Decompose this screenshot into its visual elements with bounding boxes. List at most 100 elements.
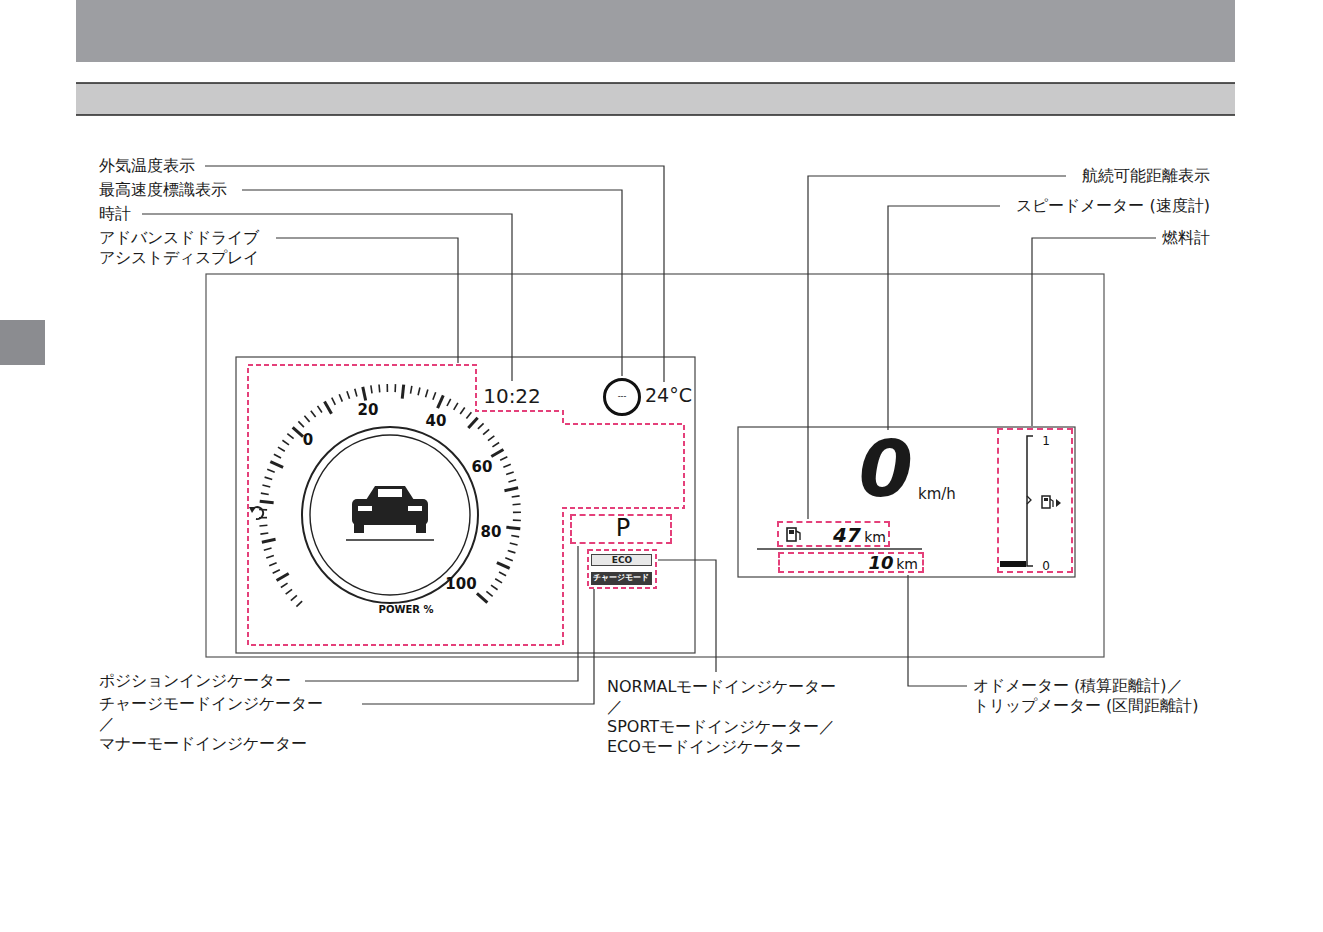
callout-label: 外気温度表示 bbox=[99, 156, 195, 176]
dial-number: 20 bbox=[358, 401, 379, 419]
callout-label: 燃料計 bbox=[1162, 228, 1210, 248]
car-icon bbox=[346, 486, 434, 540]
dial-tick bbox=[291, 595, 297, 600]
dial-tick bbox=[278, 447, 285, 451]
cluster-frame bbox=[206, 274, 1104, 657]
leader-line bbox=[242, 190, 622, 376]
car-lamp bbox=[358, 506, 372, 511]
dial-tick bbox=[265, 477, 273, 479]
dial-tick bbox=[466, 412, 471, 418]
unit: km bbox=[864, 529, 886, 546]
dial-number: 100 bbox=[445, 575, 476, 593]
dial-tick bbox=[495, 579, 502, 583]
dial-tick bbox=[483, 429, 489, 434]
dial-tick bbox=[438, 395, 444, 408]
dial-tick bbox=[486, 591, 492, 596]
pump-window bbox=[1044, 498, 1048, 501]
dial-tick bbox=[402, 385, 403, 399]
charge-mode-text: チャージモード bbox=[593, 573, 649, 583]
dial-tick bbox=[418, 387, 420, 395]
car-wheel bbox=[354, 524, 364, 533]
charge-mode-badge: チャージモード bbox=[591, 572, 652, 585]
dial-tick bbox=[378, 384, 380, 392]
dial-tick bbox=[267, 469, 274, 472]
dial-tick bbox=[293, 427, 303, 436]
dial-tick bbox=[492, 443, 499, 447]
dial-tick bbox=[508, 551, 516, 553]
position-indicator: P bbox=[570, 514, 672, 544]
dial-tick bbox=[503, 464, 510, 467]
callout-label: 時計 bbox=[99, 204, 131, 224]
dial-caption: POWER % bbox=[379, 604, 434, 616]
road-line bbox=[346, 539, 434, 541]
dial-tick bbox=[505, 558, 512, 561]
dial-tick bbox=[260, 501, 274, 502]
dial-tick bbox=[454, 403, 458, 410]
callout-label: 航続可能距離表示 bbox=[1082, 166, 1210, 186]
filler-arrow bbox=[1056, 499, 1061, 507]
dial-tick bbox=[433, 392, 436, 399]
dial-tick bbox=[260, 533, 268, 534]
pump-hose bbox=[796, 531, 800, 540]
region-outline-path bbox=[248, 365, 684, 645]
dial-number: 40 bbox=[426, 412, 447, 430]
distance-value: 10 bbox=[868, 552, 893, 574]
leader-lines bbox=[142, 166, 1156, 704]
dial-tick bbox=[266, 555, 274, 558]
title-band bbox=[76, 0, 1235, 62]
gauge-empty-mark: 0 bbox=[1042, 559, 1050, 573]
leader-line bbox=[908, 575, 967, 686]
dial-tick bbox=[499, 572, 506, 576]
speed-value: 0 bbox=[859, 430, 913, 508]
callout-label: オドメーター (積算距離計)／ トリップメーター (区間距離計) bbox=[973, 676, 1218, 716]
drive-mode-text: ECO bbox=[612, 555, 632, 566]
car-lamp bbox=[408, 506, 422, 511]
dial-tick bbox=[318, 406, 322, 413]
band-rule bbox=[76, 82, 1235, 84]
dial-tick bbox=[512, 496, 520, 497]
pump-window bbox=[789, 530, 794, 534]
dial-tick bbox=[311, 411, 316, 417]
pump-body bbox=[787, 528, 796, 541]
dial-tick bbox=[259, 517, 267, 519]
power-dial bbox=[249, 384, 521, 607]
fuel-gauge: 10 bbox=[997, 428, 1073, 573]
range-value: 47 bbox=[833, 523, 861, 547]
leader-line bbox=[808, 176, 1066, 519]
dial-tick bbox=[491, 450, 503, 457]
dial-tick bbox=[500, 457, 507, 461]
leader-line bbox=[658, 560, 716, 672]
gauge-bar bbox=[1027, 436, 1033, 566]
dial-tick bbox=[277, 574, 289, 581]
dial-tick bbox=[491, 585, 498, 590]
dial-tick bbox=[332, 398, 336, 405]
dial-tick bbox=[508, 480, 516, 482]
car-body bbox=[352, 499, 428, 525]
callout-label: スピードメーター (速度計) bbox=[1016, 196, 1210, 216]
dial-tick bbox=[513, 503, 521, 505]
gauge-full-mark: 1 bbox=[1042, 434, 1050, 448]
left-display bbox=[236, 357, 695, 653]
fuel-gauge-scale bbox=[1000, 436, 1061, 567]
dial-tick bbox=[259, 509, 267, 511]
dial-tick bbox=[506, 472, 514, 475]
dial-tick bbox=[477, 593, 487, 602]
dial-tick bbox=[262, 539, 276, 542]
car-roof bbox=[366, 486, 414, 500]
dial-tick bbox=[513, 519, 521, 521]
range-display: 47km bbox=[777, 521, 890, 547]
callout-label: ポジションインジケーター bbox=[99, 671, 291, 691]
dial-tick bbox=[262, 485, 270, 487]
dial-tick bbox=[355, 389, 357, 397]
band-rule bbox=[76, 114, 1235, 116]
dial-tick bbox=[510, 543, 518, 545]
speed-limit-value: --- bbox=[618, 392, 627, 402]
car-wheel bbox=[416, 524, 426, 533]
fuel-icon bbox=[787, 528, 800, 541]
dial-tick bbox=[274, 454, 281, 458]
dial-tick bbox=[339, 394, 342, 401]
dial-tick bbox=[281, 583, 288, 587]
